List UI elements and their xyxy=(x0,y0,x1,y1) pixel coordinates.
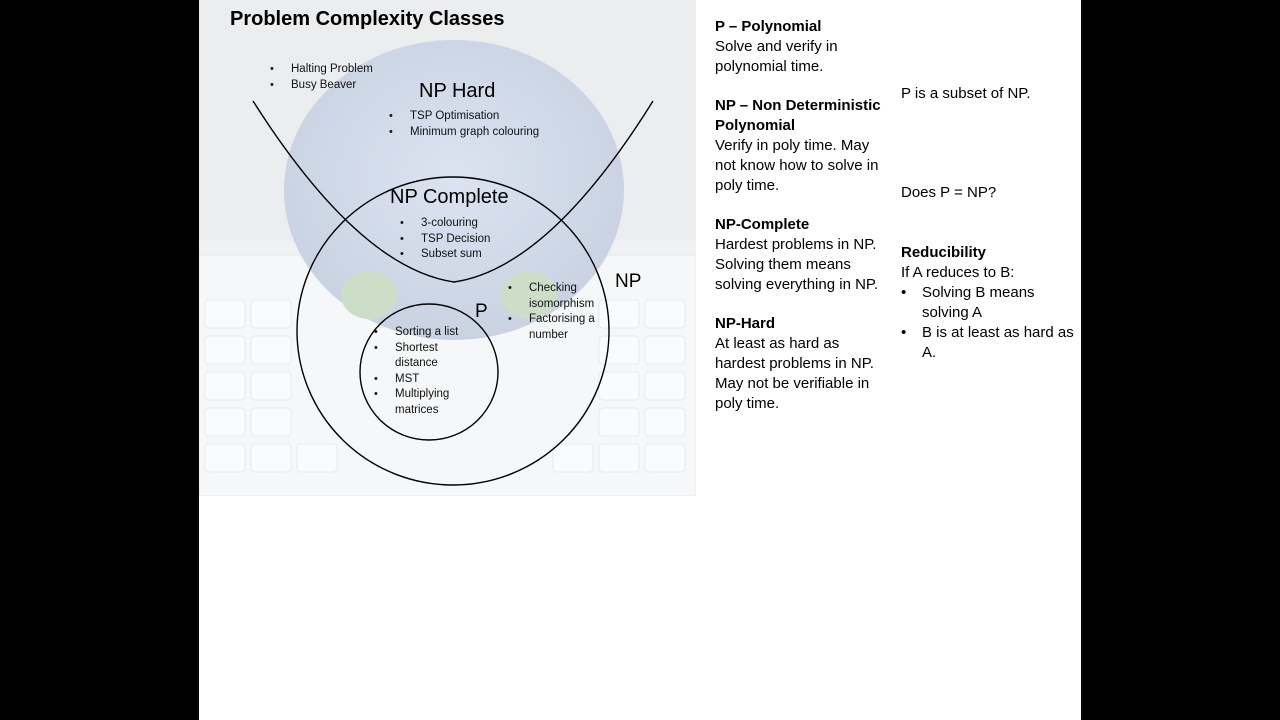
definition-text: At least as hard as hardest problems in … xyxy=(715,335,874,412)
list-item: Solving B means solving A xyxy=(901,283,1076,323)
list-item: B is at least as hard as A. xyxy=(901,323,1076,363)
np-circle xyxy=(296,176,610,486)
list-item: TSP Decision xyxy=(400,232,490,248)
list-item: Busy Beaver xyxy=(270,78,373,94)
p-label: P xyxy=(475,301,488,322)
np-hard-curve xyxy=(252,100,654,283)
definition-term: P – Polynomial xyxy=(715,18,822,35)
definition-term: NP-Hard xyxy=(715,315,776,332)
np-hard-list: TSP Optimisation Minimum graph colouring xyxy=(389,109,539,140)
list-item: MST xyxy=(374,372,466,388)
list-item: Subset sum xyxy=(400,247,490,263)
slide: Problem Complexity Classes Halting Probl… xyxy=(199,0,1081,720)
reducibility-list: Solving B means solving A B is at least … xyxy=(901,283,1076,363)
definition-np-hard: NP-Hard At least as hard as hardest prob… xyxy=(715,314,885,414)
np-list: Checking isomorphism Factorising a numbe… xyxy=(508,281,608,343)
complexity-diagram xyxy=(252,100,654,486)
list-item: Factorising a number xyxy=(508,312,608,343)
notes-column: P is a subset of NP. Does P = NP? Reduci… xyxy=(901,84,1076,384)
p-list: Sorting a list Shortest distance MST Mul… xyxy=(374,325,466,418)
reducibility-title: Reducibility xyxy=(901,244,987,261)
reducibility-intro: If A reduces to B: xyxy=(901,264,1015,281)
np-complete-label: NP Complete xyxy=(390,186,509,208)
definitions-column: P – Polynomial Solve and verify in polyn… xyxy=(715,17,885,433)
undecidable-list: Halting Problem Busy Beaver xyxy=(270,62,373,93)
list-item: Checking isomorphism xyxy=(508,281,608,312)
definition-term: NP-Complete xyxy=(715,216,810,233)
definition-term: NP – Non Deterministic Polynomial xyxy=(715,97,881,134)
reducibility-block: Reducibility If A reduces to B: Solving … xyxy=(901,243,1076,363)
definition-np: NP – Non Deterministic Polynomial Verify… xyxy=(715,96,885,196)
definition-text: Solve and verify in polynomial time. xyxy=(715,38,838,75)
definition-np-complete: NP-Complete Hardest problems in NP. Solv… xyxy=(715,215,885,295)
list-item: Minimum graph colouring xyxy=(389,125,539,141)
list-item: Multiplying matrices xyxy=(374,387,466,418)
definition-p: P – Polynomial Solve and verify in polyn… xyxy=(715,17,885,77)
subset-note: P is a subset of NP. xyxy=(901,85,1031,102)
list-item: Halting Problem xyxy=(270,62,373,78)
definition-text: Verify in poly time. May not know how to… xyxy=(715,137,879,194)
definition-text: Hardest problems in NP. Solving them mea… xyxy=(715,236,879,293)
list-item: Shortest distance xyxy=(374,341,466,372)
p-circle xyxy=(359,303,499,441)
np-label: NP xyxy=(615,271,642,292)
np-complete-list: 3-colouring TSP Decision Subset sum xyxy=(400,216,490,263)
list-item: Sorting a list xyxy=(374,325,466,341)
slide-title: Problem Complexity Classes xyxy=(230,8,505,30)
question-note: Does P = NP? xyxy=(901,184,997,201)
np-hard-label: NP Hard xyxy=(419,80,496,102)
list-item: 3-colouring xyxy=(400,216,490,232)
list-item: TSP Optimisation xyxy=(389,109,539,125)
